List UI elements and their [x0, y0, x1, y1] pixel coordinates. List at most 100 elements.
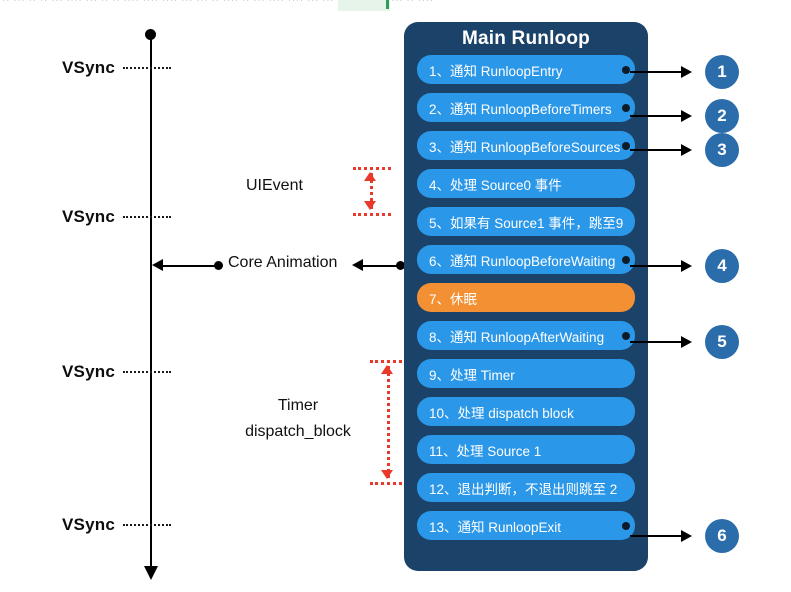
callout-arrow-line-4 — [630, 265, 683, 267]
top-strip-cursor — [386, 0, 389, 9]
arrow-right-icon-3 — [681, 144, 692, 156]
runloop-step-12: 12、退出判断，不退出则跳至 2 — [417, 473, 635, 502]
runloop-step-label: 2、通知 RunloopBeforeTimers — [429, 101, 612, 117]
runloop-step-label: 7、休眠 — [429, 291, 478, 307]
callout-badge-number: 3 — [717, 140, 727, 159]
vsync-dotted-connector — [122, 216, 171, 218]
runloop-step-label: 10、处理 dispatch block — [429, 405, 574, 421]
runloop-step-connector-dot — [622, 142, 630, 150]
callout-badge-number: 5 — [717, 332, 727, 351]
runloop-step-label: 5、如果有 Source1 事件，跳至9 — [429, 215, 624, 231]
top-cutoff-strip: ·· ··· ·· ·· ··· ···· ··· ·· ·· ···· ···… — [0, 0, 791, 11]
vsync-mark-2: VSync — [62, 206, 171, 228]
runloop-step-connector-dot — [622, 66, 630, 74]
callout-badge-2: 2 — [705, 99, 739, 133]
vsync-label: VSync — [62, 362, 115, 381]
runloop-step-2: 2、通知 RunloopBeforeTimers — [417, 93, 635, 122]
runloop-step-5: 5、如果有 Source1 事件，跳至9 — [417, 207, 635, 236]
runloop-step-connector-dot — [622, 256, 630, 264]
runloop-step-label: 8、通知 RunloopAfterWaiting — [429, 329, 605, 345]
arrow-right-icon-6 — [681, 530, 692, 542]
vsync-mark-1: VSync — [62, 57, 171, 79]
runloop-step-connector-dot — [622, 332, 630, 340]
runloop-step-7: 7、休眠 — [417, 283, 635, 312]
core-animation-label: Core Animation — [228, 254, 338, 271]
runloop-step-label: 6、通知 RunloopBeforeWaiting — [429, 253, 616, 269]
runloop-step-13: 13、通知 RunloopExit — [417, 511, 635, 540]
top-strip-text: ·· ··· ·· ·· ··· ···· ··· ·· ·· ···· ···… — [2, 0, 434, 6]
vsync-dotted-connector — [122, 371, 171, 373]
vsync-dotted-connector — [122, 67, 171, 69]
uievent-label: UIEvent — [246, 177, 303, 194]
vsync-mark-4: VSync — [62, 514, 171, 536]
runloop-step-label: 13、通知 RunloopExit — [429, 519, 562, 535]
runloop-step-8: 8、通知 RunloopAfterWaiting — [417, 321, 635, 350]
vsync-mark-3: VSync — [62, 361, 171, 383]
timer-range-bracket — [370, 360, 408, 485]
runloop-step-label: 1、通知 RunloopEntry — [429, 63, 563, 79]
arrow-down-icon — [364, 201, 376, 210]
runloop-step-3: 3、通知 RunloopBeforeSources — [417, 131, 635, 160]
bracket-bottom-dotted-line — [353, 213, 391, 216]
callout-badge-number: 1 — [717, 62, 727, 81]
runloop-step-11: 11、处理 Source 1 — [417, 435, 635, 464]
callout-badge-1: 1 — [705, 55, 739, 89]
arrow-left-icon — [152, 259, 163, 271]
runloop-step-1: 1、通知 RunloopEntry — [417, 55, 635, 84]
arrow-up-icon — [364, 172, 376, 181]
timer-label: Timer — [277, 397, 319, 414]
vsync-dotted-connector — [122, 524, 171, 526]
arrow-down-icon — [381, 470, 393, 479]
uievent-range-bracket — [353, 167, 391, 216]
top-strip-highlight — [338, 0, 390, 11]
bracket-top-dotted-line — [353, 167, 391, 170]
runloop-step-10: 10、处理 dispatch block — [417, 397, 635, 426]
callout-badge-6: 6 — [705, 519, 739, 553]
runloop-step-label: 12、退出判断，不退出则跳至 2 — [429, 481, 618, 497]
timer-annotation: Timer dispatch_block — [233, 393, 363, 445]
timeline-axis — [150, 33, 152, 570]
callout-badge-5: 5 — [705, 325, 739, 359]
bracket-dotted-stem — [387, 366, 390, 478]
vsync-label: VSync — [62, 207, 115, 226]
callout-badge-number: 2 — [717, 106, 727, 125]
arrow-right-icon-1 — [681, 66, 692, 78]
arrow-right-icon-5 — [681, 336, 692, 348]
vsync-label: VSync — [62, 58, 115, 77]
runloop-step-label: 11、处理 Source 1 — [429, 443, 542, 459]
arrow-left-icon-2 — [352, 259, 363, 271]
vsync-label: VSync — [62, 515, 115, 534]
callout-arrow-line-6 — [630, 535, 683, 537]
core-animation-line-right — [362, 265, 400, 267]
bracket-bottom-dotted-line — [370, 482, 408, 485]
arrow-right-icon-4 — [681, 260, 692, 272]
core-animation-annotation: Core Animation — [152, 254, 405, 278]
panel-title: Main Runloop — [462, 28, 590, 49]
bracket-top-dotted-line — [370, 360, 408, 363]
runloop-step-label: 3、通知 RunloopBeforeSources — [429, 139, 621, 155]
callout-badge-number: 6 — [717, 526, 727, 545]
runloop-step-label: 9、处理 Timer — [429, 367, 515, 383]
core-animation-dot-right — [396, 261, 405, 270]
callout-badge-3: 3 — [705, 133, 739, 167]
timeline-arrowhead-icon — [144, 566, 158, 580]
dispatch-block-label: dispatch_block — [245, 423, 351, 440]
callout-badge-4: 4 — [705, 249, 739, 283]
callout-arrow-line-2 — [630, 115, 683, 117]
callout-arrow-line-3 — [630, 149, 683, 151]
callout-arrow-line-5 — [630, 341, 683, 343]
runloop-step-connector-dot — [622, 522, 630, 530]
runloop-step-4: 4、处理 Source0 事件 — [417, 169, 635, 198]
runloop-step-connector-dot — [622, 104, 630, 112]
arrow-up-icon — [381, 365, 393, 374]
main-runloop-panel: Main Runloop 1、通知 RunloopEntry 2、通知 Runlo… — [404, 22, 648, 571]
runloop-step-6: 6、通知 RunloopBeforeWaiting — [417, 245, 635, 274]
runloop-step-label: 4、处理 Source0 事件 — [429, 177, 562, 193]
arrow-right-icon-2 — [681, 110, 692, 122]
callout-arrow-line-1 — [630, 71, 683, 73]
callout-badge-number: 4 — [717, 256, 727, 275]
core-animation-line-left — [162, 265, 217, 267]
runloop-step-9: 9、处理 Timer — [417, 359, 635, 388]
core-animation-dot-left — [214, 261, 223, 270]
bracket-dotted-stem — [370, 173, 373, 209]
